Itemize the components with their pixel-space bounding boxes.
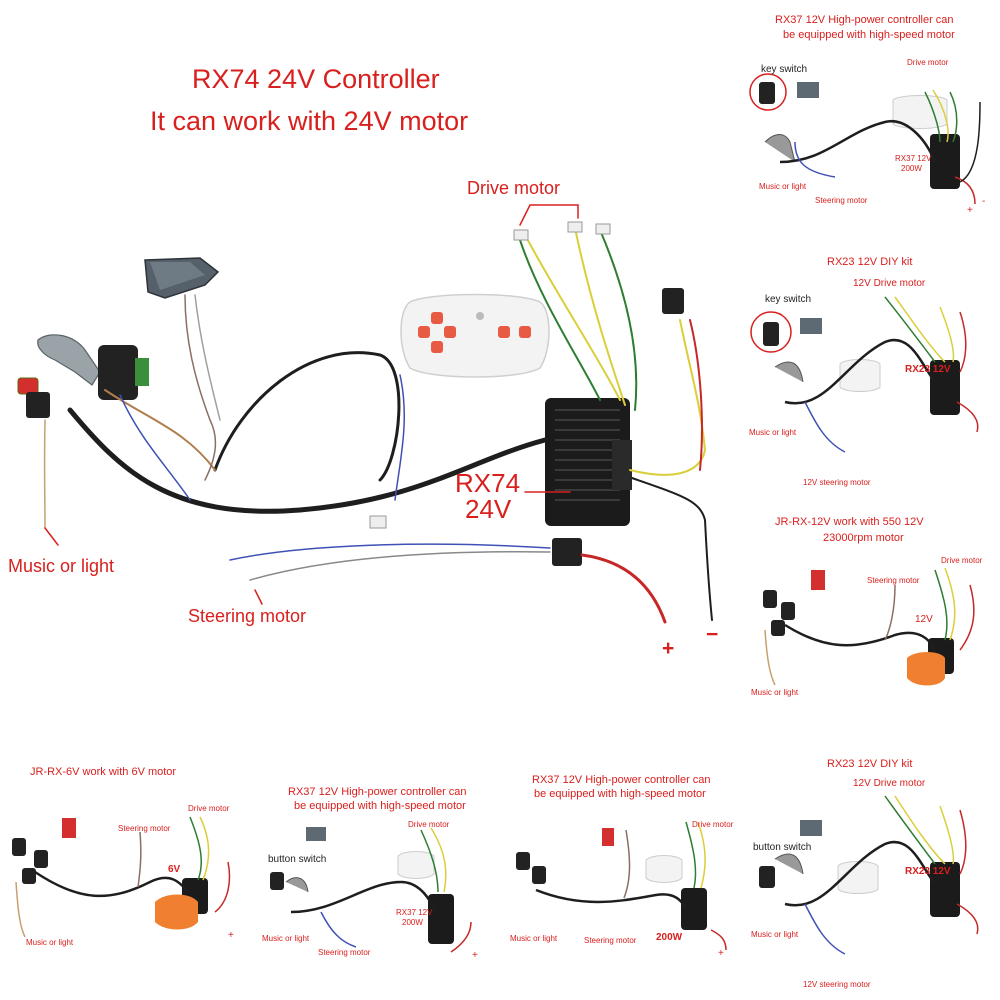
panel-rx37-bottom-b: RX37 12V High-power controller can be eq… bbox=[506, 770, 744, 970]
p6-title-line-2: be equipped with high-speed motor bbox=[534, 788, 706, 800]
panel-rx23-bottom-illustration bbox=[759, 795, 979, 955]
p1-music-or-light-label: Music or light bbox=[759, 182, 807, 191]
p4-drive-motor-label: Drive motor bbox=[188, 804, 230, 813]
panel-jr-rx-6v: JR-RX-6V work with 6V motor Steering mot… bbox=[0, 762, 250, 962]
p5-controller-label-1: RX37 12V bbox=[396, 908, 433, 917]
p2-title: RX23 12V DIY kit bbox=[827, 256, 913, 268]
p5-controller-label-2: 200W bbox=[402, 918, 423, 927]
p5-title-line-2: be equipped with high-speed motor bbox=[294, 800, 466, 812]
p5-plus-terminal: + bbox=[472, 950, 478, 961]
main-drive-motor-label: Drive motor bbox=[467, 178, 561, 198]
p2-music-or-light-label: Music or light bbox=[749, 428, 797, 437]
p3-steering-motor-label: Steering motor bbox=[867, 576, 920, 585]
p7-music-or-light-label: Music or light bbox=[751, 930, 799, 939]
p2-steering-motor-label: 12V steering motor bbox=[803, 478, 871, 487]
panel-jr-rx-12v: JR-RX-12V work with 550 12V 23000rpm mot… bbox=[745, 510, 997, 710]
main-minus-terminal: − bbox=[706, 623, 719, 646]
panel-jr-rx-6v-illustration bbox=[12, 816, 231, 938]
p1-key-switch-label: key switch bbox=[761, 64, 808, 75]
p5-button-switch-label: button switch bbox=[268, 854, 327, 865]
p7-button-switch-label: button switch bbox=[753, 842, 812, 853]
p2-drive-motor-label: 12V Drive motor bbox=[853, 278, 926, 289]
p5-title-line-1: RX37 12V High-power controller can bbox=[288, 786, 467, 798]
p5-drive-motor-label: Drive motor bbox=[408, 820, 450, 829]
panel-rx37-top-right-illustration bbox=[749, 73, 981, 205]
p1-minus-terminal: - bbox=[982, 196, 986, 207]
remote-control-icon bbox=[400, 293, 550, 378]
p4-music-or-light-label: Music or light bbox=[26, 938, 74, 947]
p3-controller-label: 12V bbox=[915, 614, 933, 625]
main-controller-label-1: RX74 bbox=[455, 468, 521, 498]
p7-title: RX23 12V DIY kit bbox=[827, 758, 913, 770]
panel-rx37-bottom-b-illustration bbox=[516, 821, 727, 951]
p1-title-line-2: be equipped with high-speed motor bbox=[783, 29, 955, 41]
main-controller-label-2: 24V bbox=[465, 494, 512, 524]
main-title-line-1: RX74 24V Controller bbox=[192, 64, 440, 94]
p5-music-or-light-label: Music or light bbox=[262, 934, 310, 943]
panel-rx37-bottom-a: RX37 12V High-power controller can be eq… bbox=[256, 782, 506, 972]
rx74-controller-icon bbox=[545, 288, 684, 566]
p6-controller-label: 200W bbox=[656, 932, 683, 943]
p7-controller-label: RX23 12V bbox=[905, 866, 951, 877]
p4-controller-label: 6V bbox=[168, 864, 181, 875]
p1-controller-label-2: 200W bbox=[901, 164, 922, 173]
p3-drive-motor-label: Drive motor bbox=[941, 556, 983, 565]
p2-key-switch-label: key switch bbox=[765, 294, 812, 305]
p1-plus-terminal: + bbox=[967, 205, 973, 216]
panel-rx23-bottom: RX23 12V DIY kit button switch 12V Drive… bbox=[745, 754, 997, 994]
p3-title-line-1: JR-RX-12V work with 550 12V bbox=[775, 516, 924, 528]
shift-lever-icon bbox=[37, 334, 149, 400]
p3-title-line-2: 23000rpm motor bbox=[823, 532, 904, 544]
button-switch-icon bbox=[17, 377, 50, 418]
p1-drive-motor-label: Drive motor bbox=[907, 58, 949, 67]
panel-rx23-right: RX23 12V DIY kit key switch 12V Drive mo… bbox=[745, 252, 997, 490]
panel-rx37-bottom-a-illustration bbox=[270, 827, 472, 953]
p6-plus-terminal: + bbox=[718, 948, 724, 959]
main-steering-motor-label: Steering motor bbox=[188, 606, 307, 626]
p4-plus-terminal: + bbox=[228, 930, 234, 941]
panel-rx23-right-illustration bbox=[750, 296, 979, 453]
panel-jr-rx-12v-illustration bbox=[763, 567, 975, 686]
p4-title: JR-RX-6V work with 6V motor bbox=[30, 766, 177, 778]
p7-drive-motor-label: 12V Drive motor bbox=[853, 778, 926, 789]
p3-music-or-light-label: Music or light bbox=[751, 688, 799, 697]
main-music-or-light-label: Music or light bbox=[8, 556, 115, 576]
p4-steering-motor-label: Steering motor bbox=[118, 824, 171, 833]
p6-drive-motor-label: Drive motor bbox=[692, 820, 734, 829]
steering-part-icon bbox=[144, 257, 220, 299]
p1-title-line-1: RX37 12V High-power controller can bbox=[775, 14, 954, 26]
p6-title-line-1: RX37 12V High-power controller can bbox=[532, 774, 711, 786]
p7-steering-motor-label: 12V steering motor bbox=[803, 980, 871, 989]
main-plus-terminal: + bbox=[662, 637, 675, 660]
main-title-line-2: It can work with 24V motor bbox=[150, 106, 469, 136]
p1-controller-label-1: RX37 12V bbox=[895, 154, 932, 163]
p1-steering-motor-label: Steering motor bbox=[815, 196, 868, 205]
p5-steering-motor-label: Steering motor bbox=[318, 948, 371, 957]
p2-controller-label: RX23 12V bbox=[905, 364, 951, 375]
p6-music-or-light-label: Music or light bbox=[510, 934, 558, 943]
p6-steering-motor-label: Steering motor bbox=[584, 936, 637, 945]
panel-rx37-top-right: RX37 12V High-power controller can be eq… bbox=[735, 12, 997, 222]
